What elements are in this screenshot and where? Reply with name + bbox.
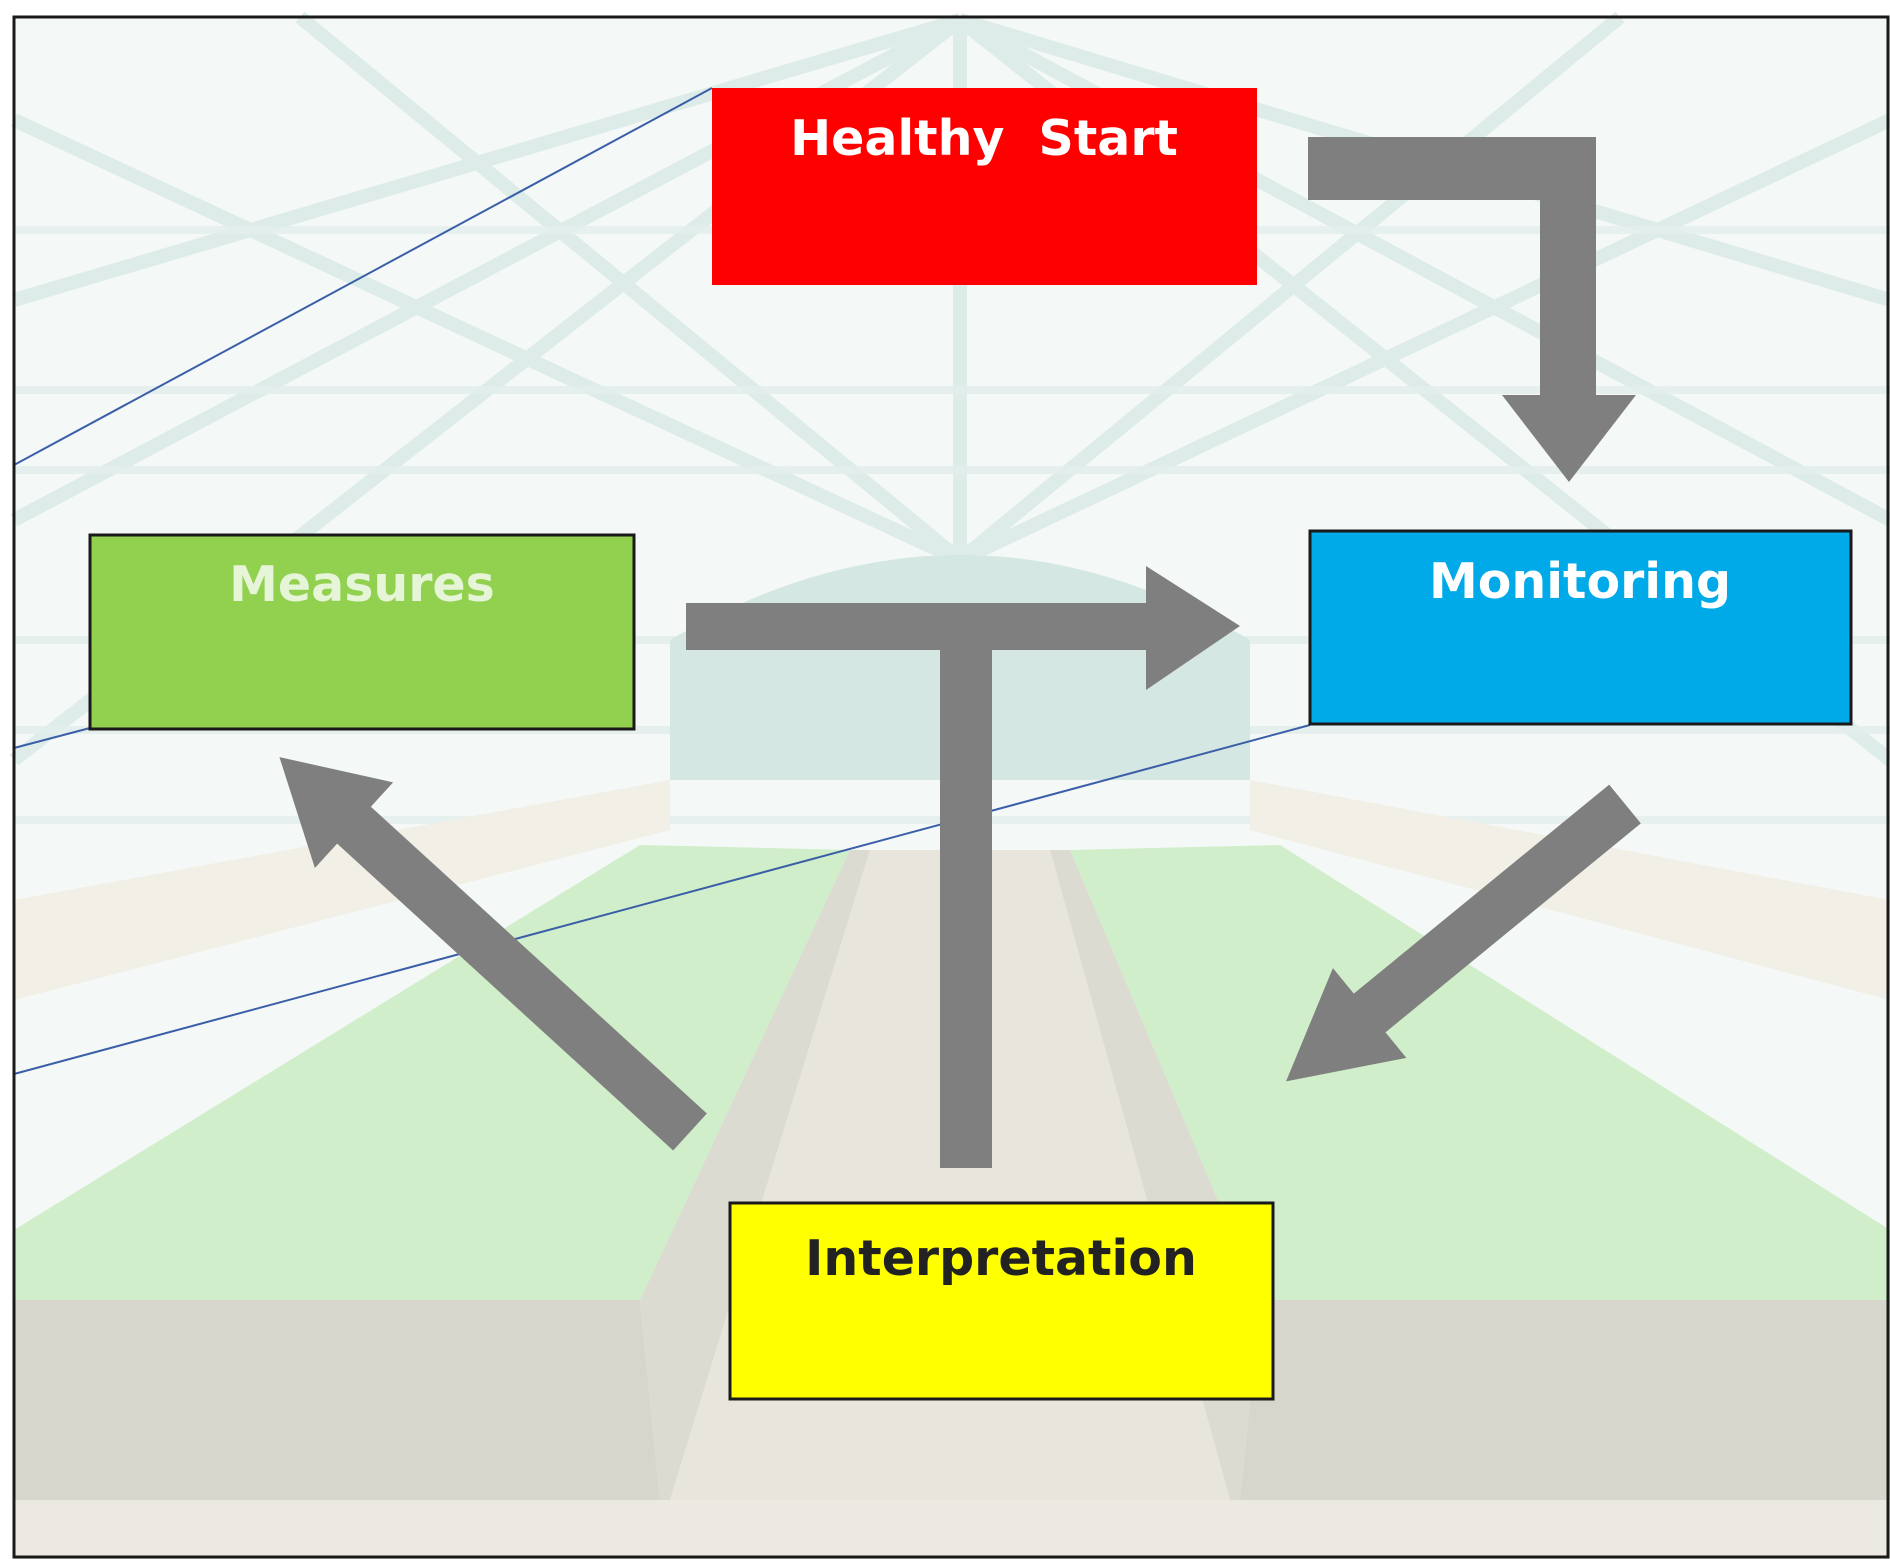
arrow-interpretation-stem bbox=[940, 625, 992, 1168]
flow-arrows bbox=[279, 137, 1641, 1168]
left-bed-inner bbox=[640, 850, 870, 1500]
node-interpretation-label: Interpretation bbox=[805, 1230, 1197, 1287]
left-bed-side bbox=[14, 1300, 660, 1500]
node-monitoring-box bbox=[1308, 529, 1853, 726]
node-monitoring: Monitoring bbox=[1308, 529, 1853, 726]
node-monitoring-label: Monitoring bbox=[1429, 553, 1731, 610]
connector-line-top bbox=[13, 87, 713, 466]
arrow-interpretation-to-measures bbox=[279, 757, 707, 1151]
node-healthy-start: Healthy Start bbox=[712, 88, 1257, 285]
node-interpretation-box bbox=[728, 1201, 1275, 1401]
node-interpretation: Interpretation bbox=[728, 1201, 1275, 1401]
connector-line-bottom bbox=[13, 724, 1311, 1075]
node-healthy-start-box bbox=[712, 88, 1257, 285]
diagram-frame bbox=[12, 15, 1890, 1559]
node-healthy-start-label: Healthy Start bbox=[790, 110, 1178, 167]
node-measures-box bbox=[88, 533, 636, 731]
connector-lines bbox=[13, 87, 1311, 1075]
arrow-monitoring-to-interpretation bbox=[1286, 784, 1641, 1082]
node-measures: Measures bbox=[88, 533, 636, 731]
node-measures-label: Measures bbox=[229, 556, 495, 613]
right-bed bbox=[1070, 845, 1890, 1300]
right-bed-side bbox=[1240, 1300, 1890, 1500]
left-wall bbox=[14, 780, 670, 1000]
left-bed bbox=[14, 845, 850, 1300]
floor bbox=[14, 1500, 1890, 1559]
arrow-healthy-start-to-monitoring bbox=[1308, 137, 1636, 482]
right-wall bbox=[1250, 780, 1890, 1000]
connector-line-middle bbox=[13, 727, 91, 749]
